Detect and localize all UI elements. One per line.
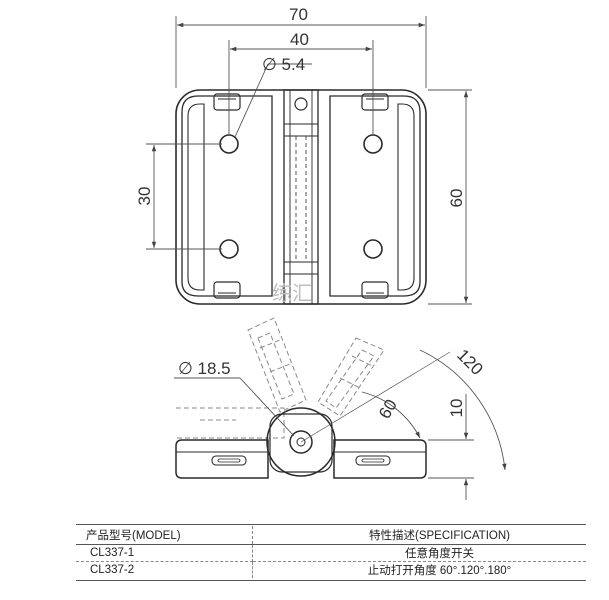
knuckle-outer bbox=[266, 407, 336, 477]
bottom-left-tab bbox=[213, 281, 241, 299]
mounting-hole-bottom-left bbox=[219, 239, 239, 259]
right-leaf-frame bbox=[329, 95, 421, 297]
ghost-leaf-flat bbox=[176, 407, 285, 439]
dim-hole-diameter: ∅ 5.4 bbox=[262, 55, 305, 74]
dim-angle-60: 60 bbox=[375, 396, 401, 422]
front-dimensions bbox=[146, 16, 472, 305]
side-leaf-left bbox=[175, 439, 269, 479]
mounting-hole-bottom-right bbox=[363, 239, 383, 259]
front-view bbox=[175, 89, 427, 305]
dim-hole-spacing-vertical: 30 bbox=[135, 187, 154, 206]
table-row: CL337-1 任意角度开关 bbox=[76, 544, 586, 562]
bottom-right-tab bbox=[361, 281, 389, 299]
ghost-leaf-left bbox=[247, 317, 307, 413]
top-left-tab bbox=[213, 93, 241, 111]
knuckle-strip bbox=[283, 89, 319, 305]
table-top-rule bbox=[76, 524, 586, 525]
header-model: 产品型号(MODEL) bbox=[76, 526, 253, 545]
side-leaf-right bbox=[333, 439, 427, 479]
hinge-technical-drawing: 70 40 ∅ 5.4 30 60 练汇 ∅ 18.5 120 60 10 bbox=[135, 5, 507, 500]
table-bottom-rule bbox=[76, 580, 586, 581]
row-spec: 任意角度开关 bbox=[252, 544, 586, 562]
header-spec: 特性描述(SPECIFICATION) bbox=[252, 526, 586, 545]
knuckle-inner bbox=[289, 430, 313, 454]
left-leaf-frame bbox=[181, 95, 273, 297]
row-model: CL337-1 bbox=[76, 544, 253, 562]
ghost-leaf-right bbox=[317, 337, 385, 417]
row-model: CL337-2 bbox=[76, 561, 253, 578]
watermark-text: 练汇 bbox=[272, 281, 312, 305]
hinge-outline bbox=[175, 89, 427, 305]
dim-hole-spacing-horizontal: 40 bbox=[290, 30, 309, 49]
table-row: CL337-2 止动打开角度 60°.120°.180° bbox=[76, 561, 586, 578]
dim-knuckle-diameter: ∅ 18.5 bbox=[178, 359, 231, 378]
dim-angle-120: 120 bbox=[453, 345, 486, 378]
top-right-tab bbox=[361, 93, 389, 111]
spec-table-header: 产品型号(MODEL) 特性描述(SPECIFICATION) bbox=[76, 526, 586, 545]
spec-table: 产品型号(MODEL) 特性描述(SPECIFICATION) CL337-1 … bbox=[76, 526, 586, 578]
mounting-hole-top-right bbox=[363, 134, 383, 154]
dim-overall-width: 70 bbox=[289, 5, 308, 24]
row-spec: 止动打开角度 60°.120°.180° bbox=[367, 565, 512, 577]
dim-thickness: 10 bbox=[447, 399, 466, 418]
dim-overall-height: 60 bbox=[447, 189, 466, 208]
side-view bbox=[175, 317, 427, 479]
side-dimensions bbox=[174, 349, 507, 500]
mounting-hole-top-left bbox=[219, 134, 239, 154]
